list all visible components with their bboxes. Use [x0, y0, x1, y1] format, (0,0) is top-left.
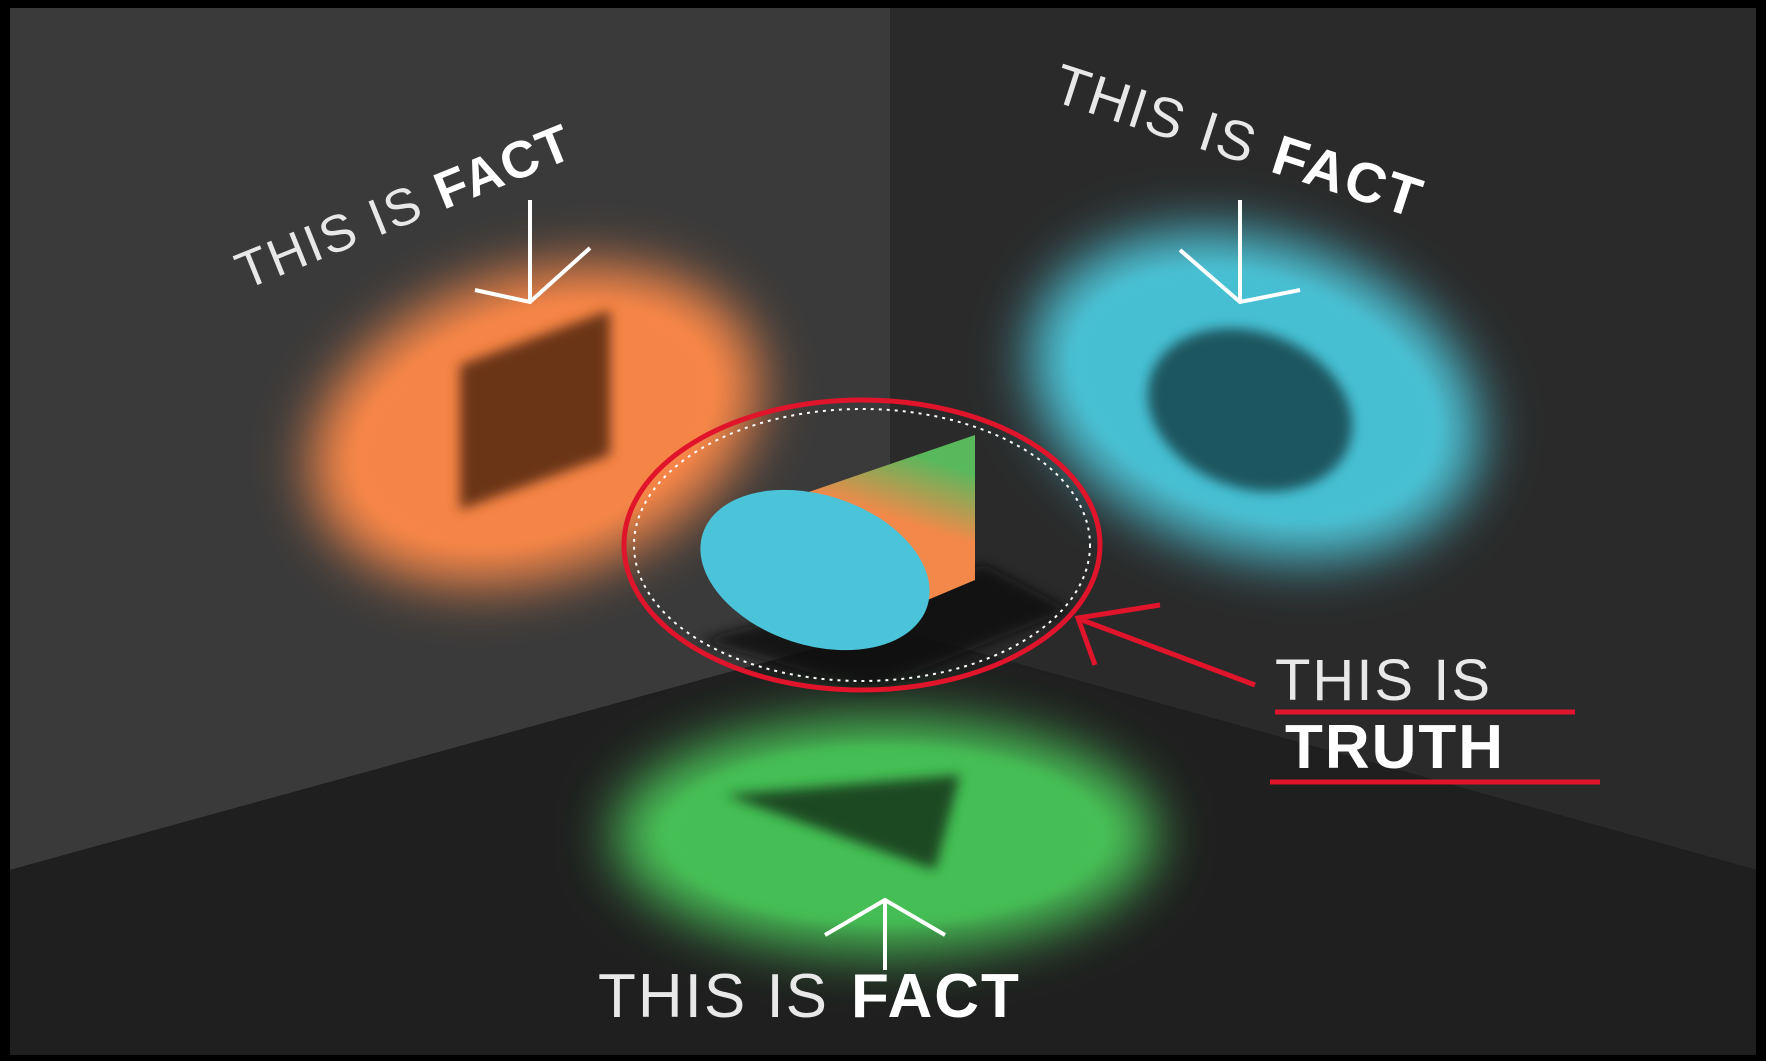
truth-prefix: THIS IS: [1275, 648, 1492, 713]
truth-word: TRUTH: [1285, 713, 1505, 782]
label-truth: THIS IS TRUTH: [1275, 648, 1505, 782]
svg-text:THIS ISFACT: THIS ISFACT: [598, 962, 1021, 1031]
